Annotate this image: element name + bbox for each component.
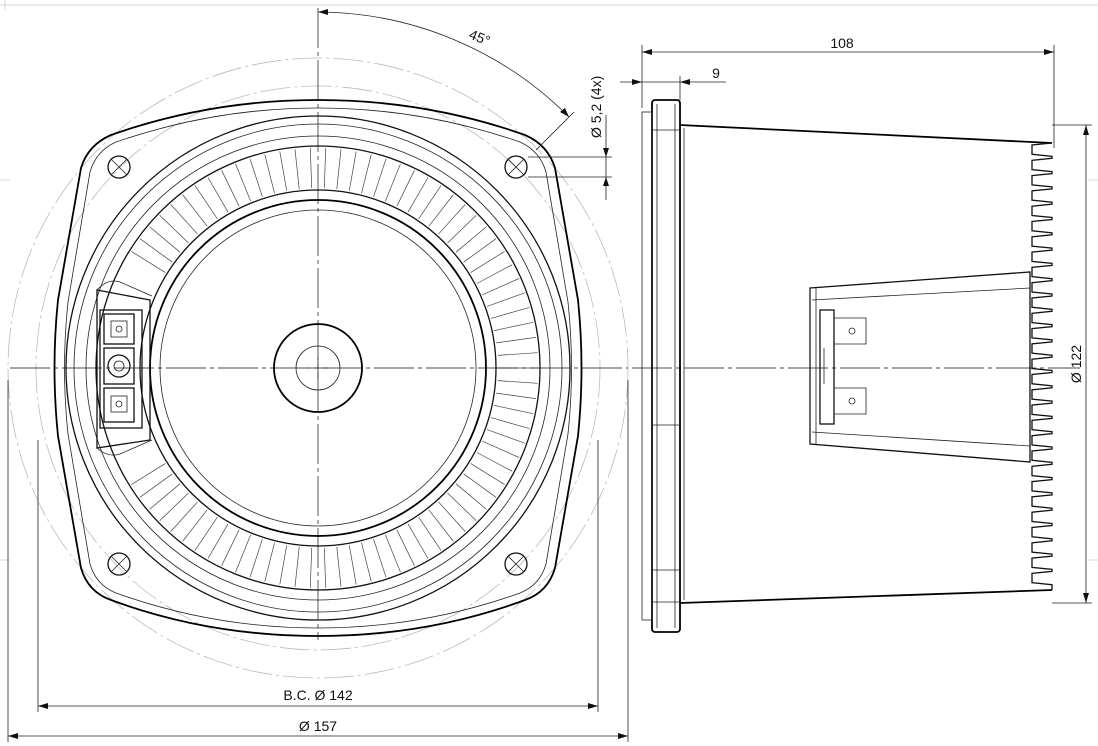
side-view: 108 9 Ø 122 bbox=[620, 35, 1092, 633]
hole-label: Ø 5,2 (4x) bbox=[588, 76, 604, 138]
angle-leader bbox=[535, 111, 575, 151]
terminal-top bbox=[103, 313, 135, 345]
mounting-hole-top-right bbox=[504, 155, 528, 179]
outer-diameter-label: Ø 157 bbox=[299, 718, 337, 734]
terminal-middle bbox=[103, 347, 135, 385]
body-top-edge bbox=[679, 124, 1053, 144]
side-terminal-housing bbox=[809, 271, 1031, 463]
frame-guides bbox=[0, 0, 1098, 561]
side-gasket bbox=[641, 111, 653, 621]
terminal-bottom bbox=[103, 387, 135, 423]
side-flange bbox=[651, 99, 681, 633]
body-diameter-label: Ø 122 bbox=[1068, 345, 1084, 383]
terminal-block bbox=[96, 280, 153, 456]
mounting-hole-bottom-left bbox=[107, 552, 131, 576]
angle-label: 45° bbox=[467, 26, 493, 49]
mounting-hole-top-left bbox=[107, 155, 131, 179]
bolt-circle-label: B.C. Ø 142 bbox=[283, 687, 352, 703]
front-view: 45° Ø 5,2 (4x) B.C. Ø 142 Ø 157 bbox=[7, 8, 1080, 742]
depth-label: 108 bbox=[830, 35, 854, 51]
mounting-hole-bottom-right bbox=[504, 552, 528, 576]
terminal-housing bbox=[99, 309, 143, 429]
flange-thickness-label: 9 bbox=[712, 65, 720, 81]
heatsink-fins bbox=[1031, 142, 1053, 590]
angle-arc bbox=[317, 11, 570, 118]
radial-fins bbox=[131, 148, 538, 588]
body-bottom-edge bbox=[679, 589, 1053, 604]
